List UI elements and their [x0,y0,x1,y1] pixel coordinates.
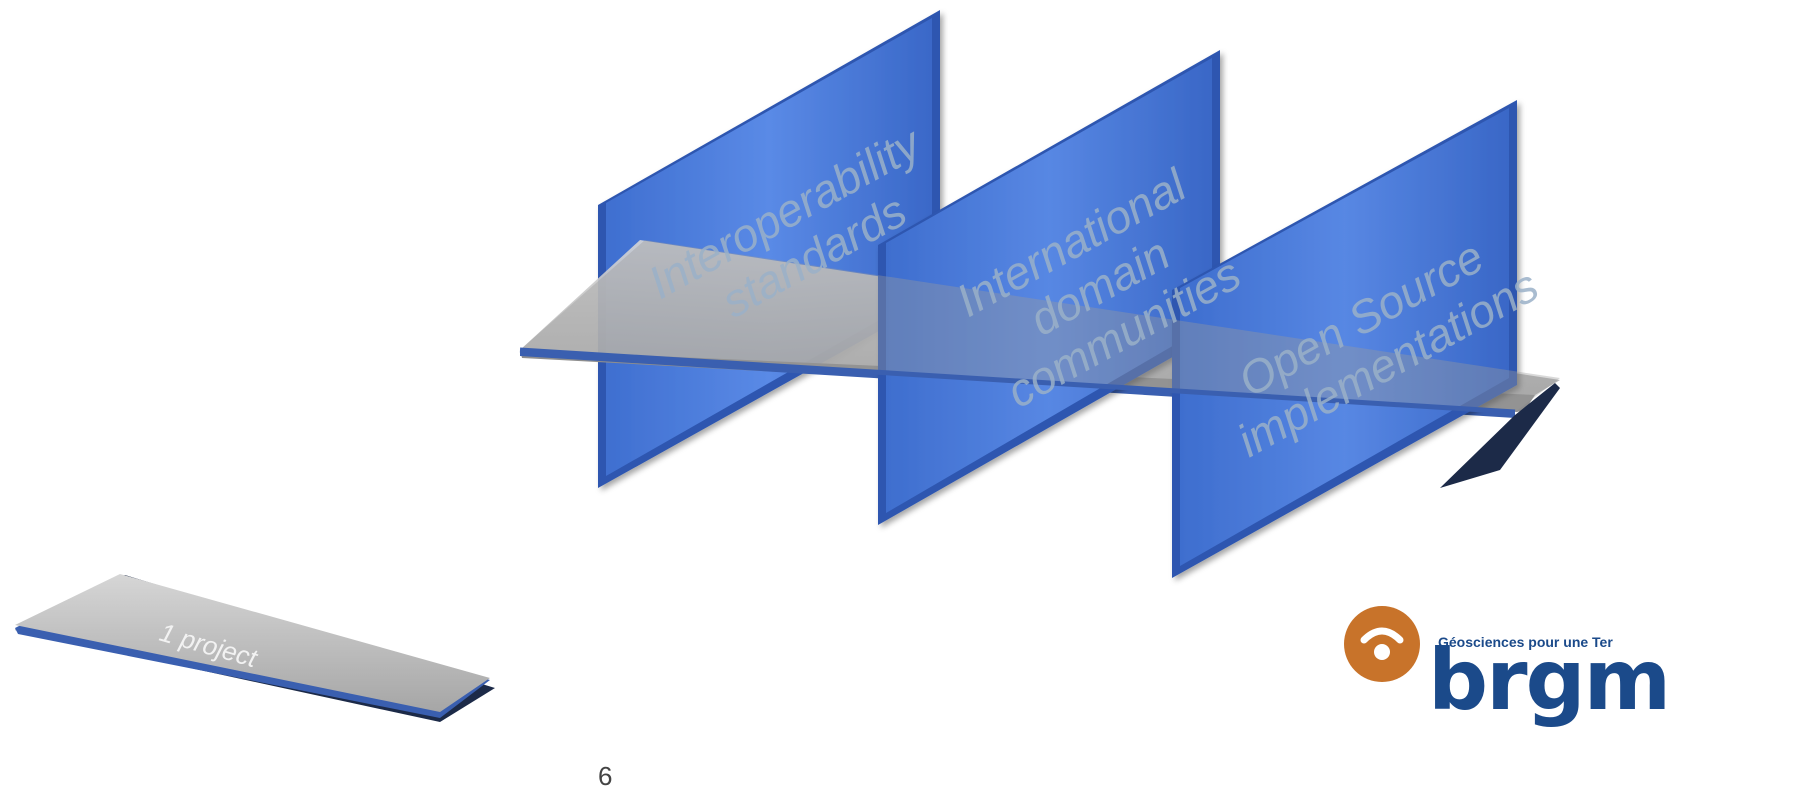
shelf-overlay [519,240,1560,415]
page-number: 6 [598,761,613,791]
pillar-panel-opensource [1172,100,1517,578]
logo-wordmark: brgm [1428,631,1671,729]
logo-tagline: Géosciences pour une Ter [1438,634,1613,650]
brgm-logo [1340,594,1799,797]
brgm-emblem-icon [1344,606,1420,682]
project-bar: 1 project [15,574,495,722]
pillar-panel-international [878,50,1220,525]
